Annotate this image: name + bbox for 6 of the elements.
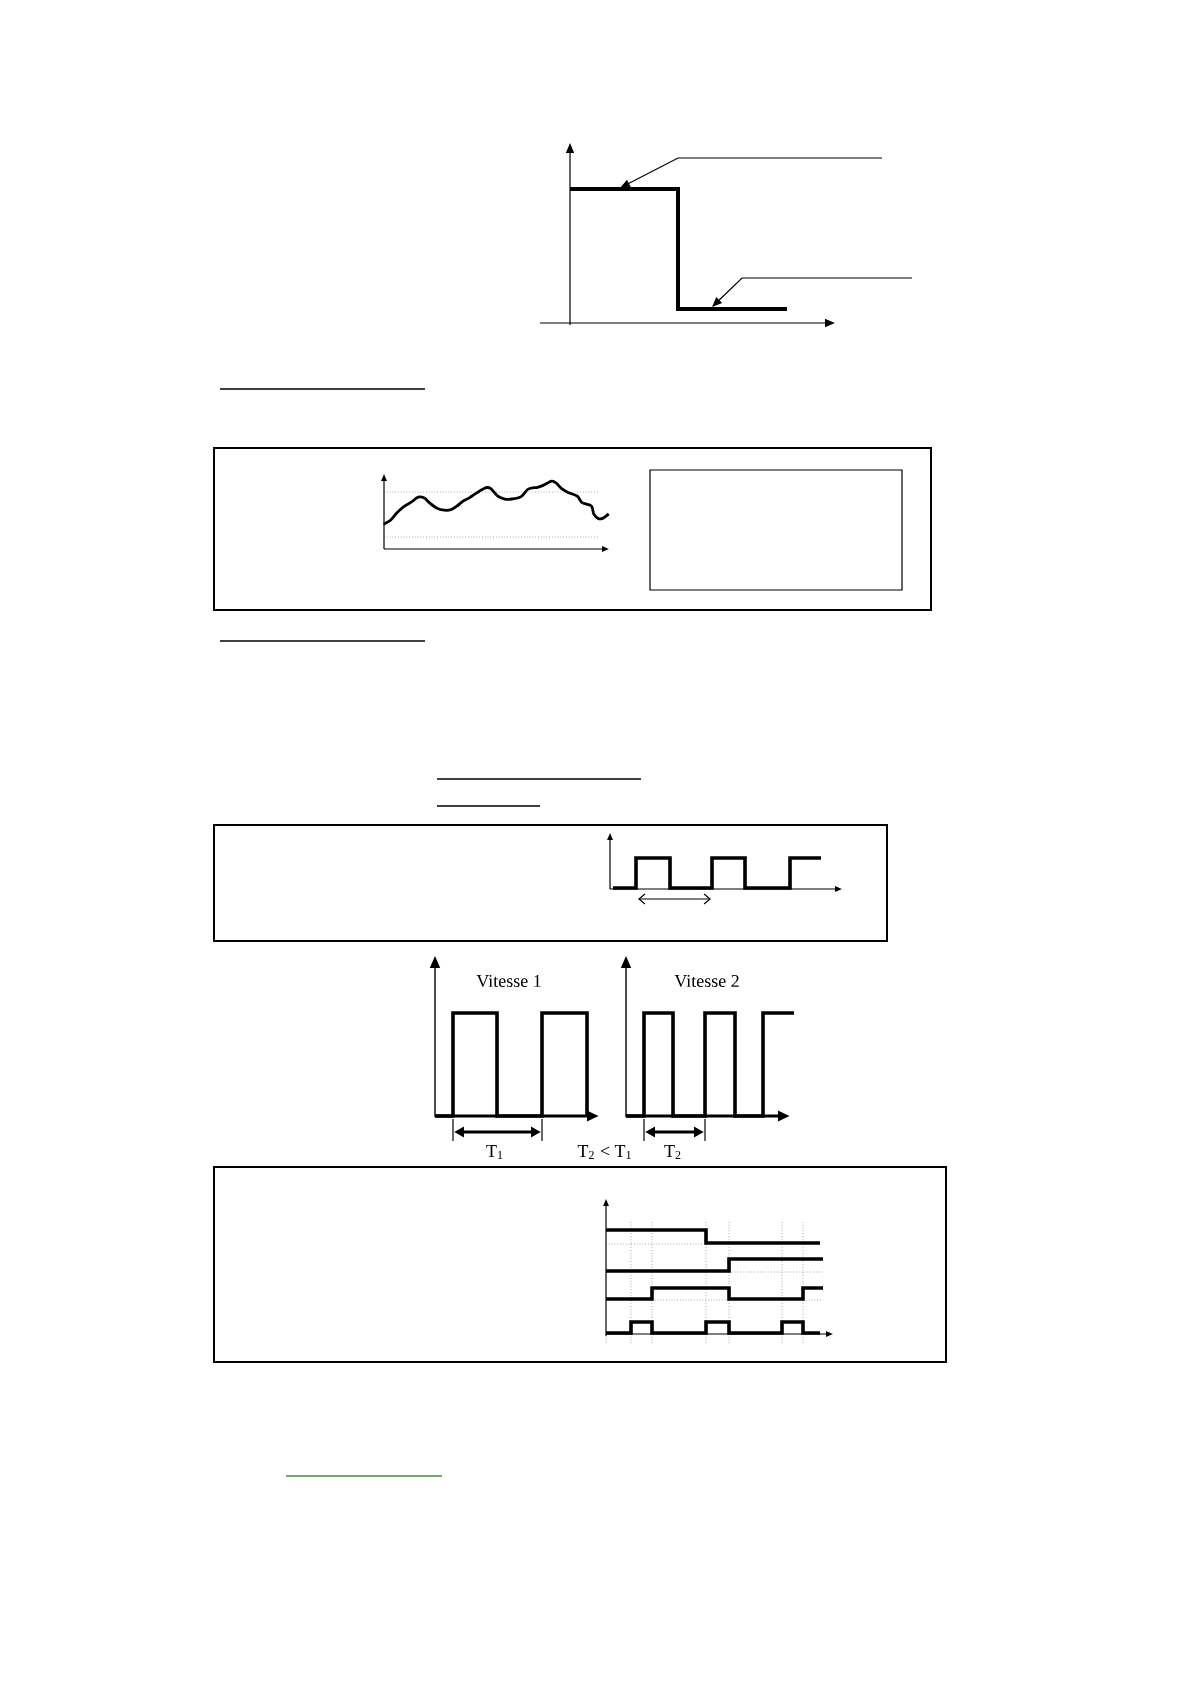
chart-title: Vitesse 2 — [674, 974, 739, 988]
empty-box — [649, 469, 903, 591]
period-label: T$_{2}$ — [664, 1145, 681, 1159]
period-label: T$_{1}$ — [486, 1145, 503, 1159]
inequality-label: T$_{2}$ < T$_{1}$ — [577, 1145, 631, 1159]
chart-title: Vitesse 1 — [476, 974, 541, 988]
